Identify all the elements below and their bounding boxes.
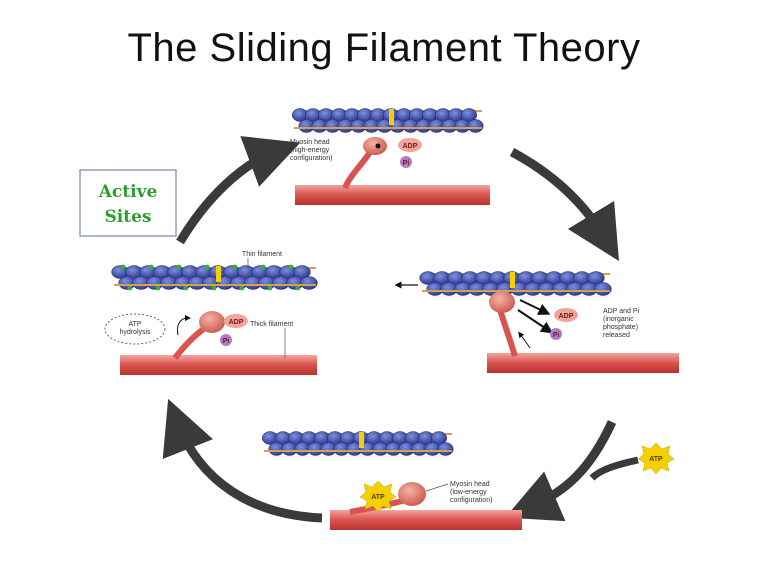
active-site-marker — [260, 264, 266, 270]
thin-filament-label: Thin filament — [242, 251, 282, 258]
released-label-line1: ADP and Pi — [603, 308, 640, 315]
pi-molecule — [400, 156, 412, 168]
active-site-marker — [176, 264, 182, 270]
active-sites-line2: Sites — [105, 207, 152, 227]
active-site-marker — [211, 285, 217, 291]
actin-bead — [437, 442, 454, 456]
active-sites-box: Active Sites — [79, 169, 177, 237]
adp-label: ADP — [559, 313, 574, 320]
pi-label: Pi — [553, 332, 560, 339]
troponin-marker — [216, 266, 221, 282]
cycle-arrows — [162, 136, 639, 523]
actin-bead — [460, 108, 478, 122]
actin-bead — [587, 271, 605, 285]
myosin-head — [363, 137, 387, 155]
thin-filament — [261, 431, 454, 456]
myosin-label-line1: Myosin head — [450, 481, 490, 488]
pi-molecule — [550, 328, 562, 340]
slide-title: The Sliding Filament Theory — [127, 26, 641, 70]
atp-hydrolysis-line2: hydrolysis — [119, 329, 151, 336]
thin-filament — [291, 108, 484, 133]
actin-bead — [293, 265, 311, 279]
active-site-marker — [183, 285, 189, 291]
adp-label: ADP — [403, 143, 418, 150]
curved-arrow-icon — [162, 398, 323, 523]
myosin-head — [398, 482, 426, 506]
pi-label: Pi — [223, 338, 230, 345]
atp-hydrolysis-bubble — [104, 313, 166, 345]
thin-filament — [419, 271, 612, 296]
adp-molecule — [224, 314, 248, 328]
curved-arrow-icon — [176, 136, 301, 245]
active-site-marker — [267, 285, 273, 291]
myosin-neck — [342, 150, 373, 190]
panel-right: ADP Pi ADP and Pi (inorganic phosphate) … — [394, 271, 679, 373]
active-site-marker — [232, 264, 238, 270]
active-site-marker — [120, 264, 126, 270]
adp-label: ADP — [229, 319, 244, 326]
myosin-neck — [497, 309, 518, 357]
actin-bead — [467, 119, 484, 133]
atp-badge — [359, 480, 397, 513]
released-label-line3: phosphate) — [603, 324, 638, 331]
pi-molecule — [220, 334, 232, 346]
myosin-label-line2: (low-energy — [450, 489, 487, 496]
thick-filament-label: Thick filament — [250, 321, 293, 328]
myosin-label-line3: configuration) — [290, 155, 332, 162]
atp-badge — [637, 442, 675, 475]
myosin-label-line1: Myosin head — [290, 139, 330, 146]
active-site-marker — [204, 264, 210, 270]
thick-filament — [120, 355, 317, 375]
panel-left: Thin filament Thick filament ATP hydroly… — [104, 251, 318, 375]
atp-hydrolysis-line1: ATP — [128, 321, 141, 328]
thin-filament — [111, 264, 318, 291]
panel-bottom: ATP Myosin head (low-energy configuratio… — [261, 431, 522, 530]
adp-molecule — [554, 308, 578, 322]
pi-label: Pi — [403, 160, 410, 167]
thick-filament — [295, 185, 490, 205]
actin-bead — [300, 276, 318, 290]
thick-filament — [487, 353, 679, 373]
active-site-marker — [295, 285, 301, 291]
active-sites-line1: Active — [98, 182, 158, 202]
active-site-marker — [155, 285, 161, 291]
myosin-head — [199, 311, 225, 333]
troponin-marker — [510, 272, 515, 288]
myosin-label-line3: configuration) — [450, 497, 492, 504]
troponin-marker — [389, 109, 394, 125]
active-site-marker — [148, 264, 154, 270]
troponin-marker — [359, 432, 364, 448]
panel-top: Myosin head (high-energy configuration) … — [290, 108, 490, 205]
atp-label: ATP — [371, 494, 385, 501]
active-site-marker — [288, 264, 294, 270]
atp-entry-label: ATP — [649, 456, 663, 463]
myosin-label-line2: (high-energy — [290, 147, 330, 154]
released-label-line4: released — [603, 332, 630, 339]
curved-arrow-icon — [505, 420, 617, 522]
myosin-neck — [172, 325, 207, 360]
released-label-line2: (inorganic — [603, 316, 634, 323]
thick-filament — [330, 510, 522, 530]
actin-bead — [430, 431, 448, 445]
actin-bead — [594, 282, 612, 296]
atp-entry: ATP — [637, 442, 675, 475]
adp-molecule — [398, 138, 422, 152]
active-site-marker — [127, 285, 133, 291]
atp-entry-arrow — [589, 456, 639, 481]
active-site-marker — [239, 285, 245, 291]
curved-arrow-icon — [509, 148, 620, 262]
myosin-head — [489, 291, 515, 313]
